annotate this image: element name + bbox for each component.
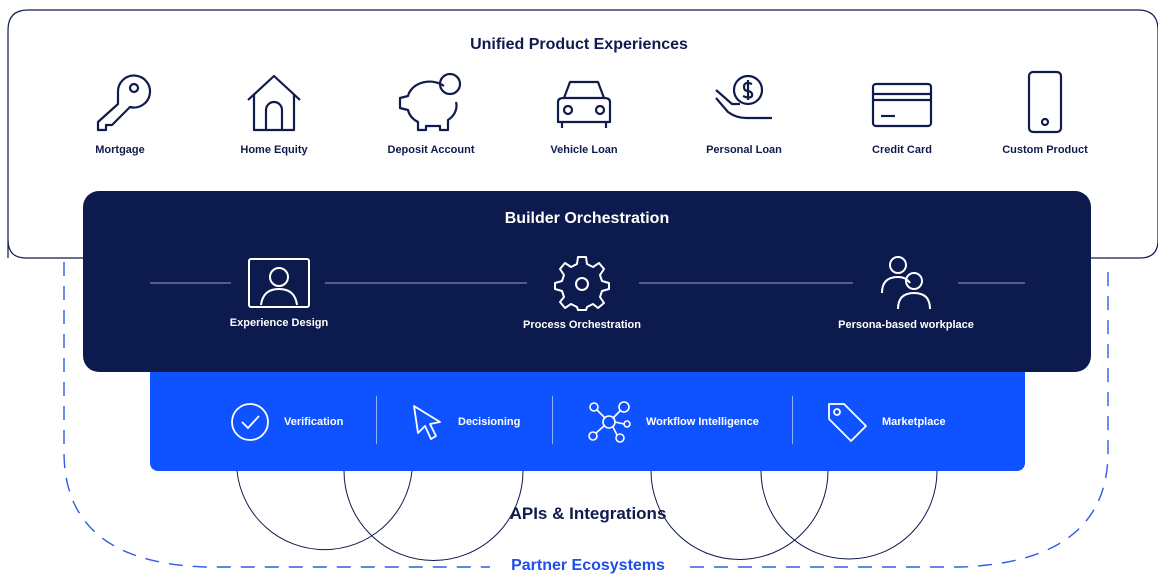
partners-title: Partner Ecosystems (511, 557, 665, 574)
partner-ecosystem-boundary (63, 262, 1109, 568)
cursor-icon (413, 404, 441, 440)
product-vehicle-loan: Vehicle Loan (509, 70, 659, 156)
builder-item-persona-workplace: Persona-based workplace (796, 251, 1016, 331)
builder-item-experience-design: Experience Design (169, 257, 389, 329)
piggy-bank-icon (398, 72, 462, 132)
credit-card-icon (871, 82, 933, 128)
service-label: Verification (284, 415, 344, 428)
product-label: Home Equity (240, 144, 308, 156)
builder-connectors (150, 282, 1025, 284)
services-bar: Verification Decisioning Workflow Intell… (150, 372, 1025, 471)
product-home-equity: Home Equity (199, 70, 349, 156)
product-label: Mortgage (95, 144, 145, 156)
service-label: Marketplace (882, 415, 946, 428)
unified-title: Unified Product Experiences (470, 36, 688, 53)
users-icon (881, 256, 931, 310)
tag-icon (828, 402, 867, 442)
phone-icon (1027, 70, 1063, 134)
service-workflow-intelligence: Workflow Intelligence (586, 372, 759, 471)
builder-item-process-orchestration: Process Orchestration (472, 255, 692, 331)
apis-title: APIs & Integrations (509, 504, 667, 523)
gear-icon (554, 256, 610, 311)
api-integration-arcs (236, 470, 938, 561)
builder-item-label: Persona-based workplace (838, 319, 974, 331)
product-label: Personal Loan (706, 144, 782, 156)
divider (376, 396, 377, 444)
product-label: Deposit Account (387, 144, 475, 156)
hand-coin-icon (715, 74, 772, 120)
product-label: Vehicle Loan (550, 144, 618, 156)
product-credit-card: Credit Card (827, 70, 977, 156)
product-label: Credit Card (872, 144, 932, 156)
user-frame-icon (248, 258, 310, 308)
product-deposit-account: Deposit Account (356, 70, 506, 156)
product-personal-loan: Personal Loan (669, 70, 819, 156)
house-icon (247, 74, 301, 132)
builder-orchestration-panel: Builder Orchestration Experience Design … (83, 191, 1091, 372)
service-decisioning: Decisioning (410, 372, 520, 471)
service-label: Decisioning (458, 415, 521, 428)
product-label: Custom Product (1002, 144, 1088, 156)
product-custom-product: Custom Product (970, 70, 1120, 156)
key-icon (96, 74, 152, 132)
builder-item-label: Experience Design (229, 317, 329, 329)
check-circle-icon (231, 402, 269, 441)
divider (552, 396, 553, 444)
builder-item-label: Process Orchestration (523, 319, 641, 331)
divider (792, 396, 793, 444)
network-icon (588, 400, 631, 443)
builder-title: Builder Orchestration (504, 210, 670, 227)
unified-box-outline (7, 9, 1158, 259)
product-mortgage: Mortgage (45, 70, 195, 156)
service-verification: Verification (230, 372, 343, 471)
car-icon (556, 80, 612, 128)
service-marketplace: Marketplace (826, 372, 946, 471)
service-label: Workflow Intelligence (646, 415, 759, 428)
